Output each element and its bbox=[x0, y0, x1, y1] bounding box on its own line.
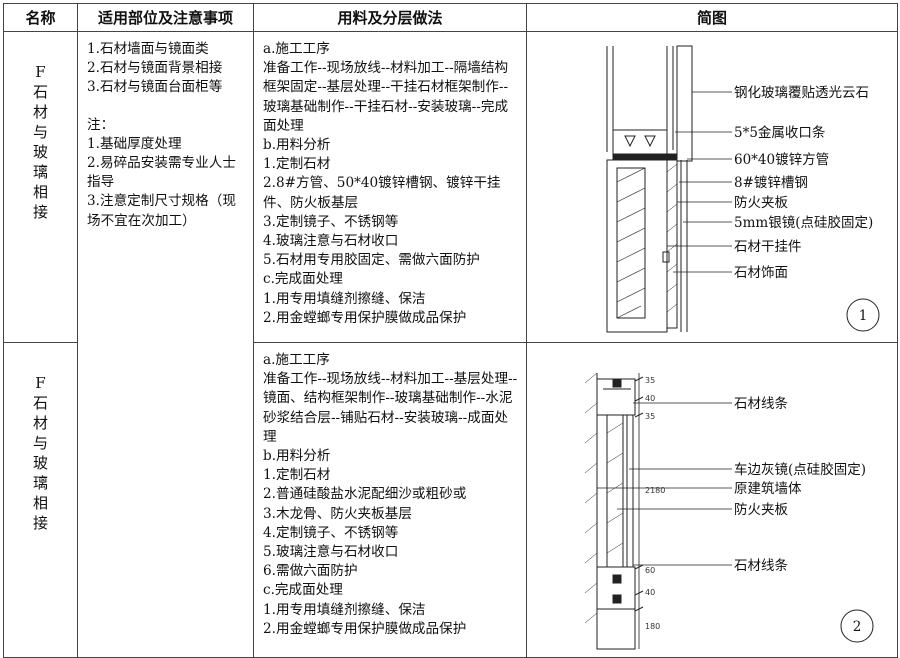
dimension-label: 35 bbox=[645, 376, 655, 385]
name-char: 接 bbox=[32, 203, 48, 221]
method-line: 准备工作--现场放线--材料加工--基层处理--镜面、结构框架制作--玻璃基础制… bbox=[263, 371, 518, 445]
method-line: 2.普通硅酸盐水泥配细沙或粗砂或 bbox=[263, 486, 467, 503]
method-line: c.完成面处理 bbox=[263, 271, 343, 288]
method-line: a.施工工序 bbox=[263, 352, 330, 368]
name-char: 材 bbox=[32, 103, 48, 121]
method-line: b.用料分析 bbox=[263, 137, 331, 154]
name-char: 接 bbox=[32, 514, 48, 532]
diagram1-label: 60*40镀锌方管 bbox=[734, 151, 829, 168]
header-diagram: 简图 bbox=[526, 3, 898, 32]
method-line: 1.用专用填缝剂擦缝、保洁 bbox=[263, 290, 426, 307]
row-1-diagram: 钢化玻璃覆贴透光云石 5*5金属收口条 60*40镀锌方管 8#镀锌槽钢 防火夹… bbox=[526, 31, 898, 343]
notes-line: 3.注意定制尺寸规格（现场不宜在次加工） bbox=[87, 193, 236, 229]
method-line: 准备工作--现场放线--材料加工--隔墙结构框架固定--基层处理--干挂石材框架… bbox=[263, 60, 509, 134]
diagram1-label: 8#镀锌槽钢 bbox=[734, 174, 808, 191]
method-line: 1.定制石材 bbox=[263, 156, 331, 173]
method-line: 3.定制镜子、不锈钢等 bbox=[263, 213, 399, 230]
diagram1-label: 5*5金属收口条 bbox=[734, 124, 826, 141]
name-char: 相 bbox=[32, 494, 48, 512]
diagram1-label: 石材饰面 bbox=[734, 265, 788, 281]
notes-heading: 注： bbox=[87, 116, 115, 133]
name-char: 石 bbox=[32, 394, 48, 412]
header-row: 名称 适用部位及注意事项 用料及分层做法 简图 bbox=[3, 3, 898, 32]
diagram1-label: 5mm银镜(点硅胶固定) bbox=[734, 214, 873, 231]
diagram2-label: 原建筑墙体 bbox=[734, 481, 802, 497]
diagram2-label: 车边灰镜(点硅胶固定) bbox=[734, 461, 866, 478]
notes-gap bbox=[87, 98, 247, 116]
name-char: 材 bbox=[32, 414, 48, 432]
method-line: 2.8#方管、50*40镀锌槽钢、镀锌干挂件、防火板基层 bbox=[263, 175, 501, 211]
row-1-method: a.施工工序 准备工作--现场放线--材料加工--隔墙结构框架固定--基层处理-… bbox=[253, 31, 527, 343]
method-line: 3.木龙骨、防火夹板基层 bbox=[263, 505, 412, 522]
method-line: c.完成面处理 bbox=[263, 582, 343, 599]
diagram2-label: 石材线条 bbox=[734, 395, 788, 412]
section-drawing-2: 35 40 35 2180 60 40 180 石材线条 车边灰镜(点硅胶固定)… bbox=[584, 372, 874, 650]
name-char: 玻 bbox=[32, 143, 48, 161]
name-char: 石 bbox=[32, 83, 48, 101]
diagram1-label: 防火夹板 bbox=[734, 195, 788, 211]
method-line: 5.玻璃注意与石材收口 bbox=[263, 544, 399, 561]
header-name: 名称 bbox=[3, 3, 78, 32]
dimension-label: 40 bbox=[645, 394, 655, 403]
diagram2-number: 2 bbox=[853, 619, 862, 635]
name-char: 玻 bbox=[32, 454, 48, 472]
row-1-notes: 1.石材墙面与镜面类 2.石材与镜面背景相接 3.石材与镜面台面柜等 注： 1.… bbox=[77, 31, 254, 658]
notes-line: 2.易碎品安装需专业人士指导 bbox=[87, 155, 236, 191]
method-line: b.用料分析 bbox=[263, 448, 331, 465]
notes-line: 3.石材与镜面台面柜等 bbox=[87, 79, 223, 96]
notes-line: 1.石材墙面与镜面类 bbox=[87, 41, 209, 57]
header-notes: 适用部位及注意事项 bbox=[77, 3, 254, 32]
row-2-method: a.施工工序 准备工作--现场放线--材料加工--基层处理--镜面、结构框架制作… bbox=[253, 342, 527, 658]
dimension-label: 180 bbox=[645, 622, 660, 631]
row-2-diagram: 35 40 35 2180 60 40 180 石材线条 车边灰镜(点硅胶固定)… bbox=[526, 342, 898, 658]
name-char: F bbox=[35, 63, 46, 81]
name-char: 璃 bbox=[32, 163, 48, 181]
method-line: 2.用金螳螂专用保护膜做成品保护 bbox=[263, 309, 467, 326]
name-char: 与 bbox=[32, 434, 48, 452]
section-drawing-1: 钢化玻璃覆贴透光云石 5*5金属收口条 60*40镀锌方管 8#镀锌槽钢 防火夹… bbox=[606, 45, 880, 333]
diagram2-label: 石材线条 bbox=[734, 557, 788, 574]
method-line: 1.定制石材 bbox=[263, 467, 331, 484]
diagram1-label: 石材干挂件 bbox=[734, 239, 802, 255]
method-line: 2.用金螳螂专用保护膜做成品保护 bbox=[263, 620, 467, 637]
name-char: F bbox=[35, 374, 46, 392]
dimension-label: 60 bbox=[645, 566, 655, 575]
method-line: 4.定制镜子、不锈钢等 bbox=[263, 524, 399, 541]
notes-line: 2.石材与镜面背景相接 bbox=[87, 60, 223, 77]
name-char: 相 bbox=[32, 183, 48, 201]
diagram1-label: 钢化玻璃覆贴透光云石 bbox=[734, 84, 869, 101]
dimension-label: 2180 bbox=[645, 486, 665, 495]
method-line: 6.需做六面防护 bbox=[263, 563, 358, 580]
name-char: 与 bbox=[32, 123, 48, 141]
method-line: 5.石材用专用胶固定、需做六面防护 bbox=[263, 252, 480, 269]
notes-line: 1.基础厚度处理 bbox=[87, 135, 182, 152]
name-char: 璃 bbox=[32, 474, 48, 492]
dimension-label: 40 bbox=[645, 588, 655, 597]
diagram2-label: 防火夹板 bbox=[734, 502, 788, 518]
dimension-label: 35 bbox=[645, 412, 655, 421]
method-line: a.施工工序 bbox=[263, 41, 330, 57]
method-line: 1.用专用填缝剂擦缝、保洁 bbox=[263, 601, 426, 618]
header-method: 用料及分层做法 bbox=[253, 3, 527, 32]
diagram1-number: 1 bbox=[859, 308, 868, 324]
method-line: 4.玻璃注意与石材收口 bbox=[263, 233, 399, 250]
